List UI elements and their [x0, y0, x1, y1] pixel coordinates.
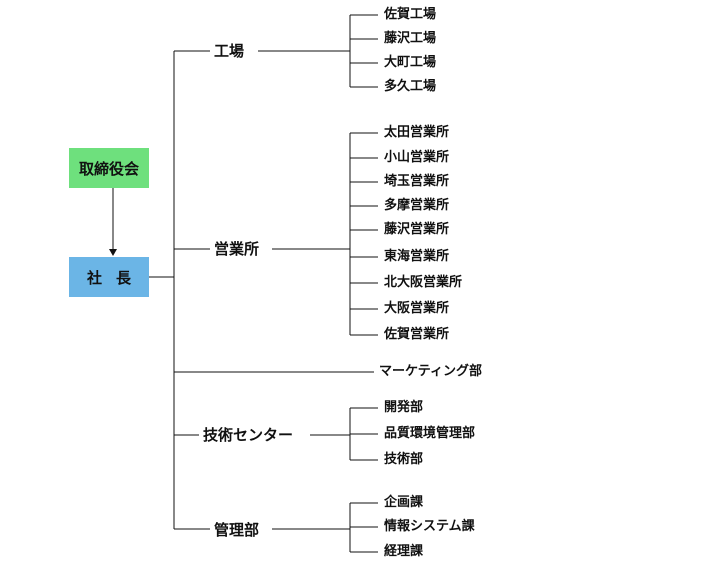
unit-tama-sales: 多摩営業所	[382, 198, 450, 214]
unit-taku-factory: 多久工場	[382, 79, 437, 95]
unit-saitama-sales: 埼玉営業所	[382, 174, 450, 190]
unit-tokai-sales: 東海営業所	[382, 249, 450, 265]
unit-osaka-sales: 大阪営業所	[382, 301, 450, 317]
unit-planning: 企画課	[382, 495, 424, 511]
unit-oyama-sales: 小山営業所	[382, 150, 450, 166]
unit-technical: 技術部	[382, 452, 424, 468]
division-factory: 工場	[211, 42, 248, 60]
division-sales: 営業所	[211, 240, 263, 258]
arrow-head-icon	[109, 249, 117, 256]
unit-info-systems: 情報システム課	[382, 519, 475, 535]
unit-accounting: 経理課	[382, 544, 424, 560]
unit-fujisawa-factory: 藤沢工場	[382, 31, 437, 47]
unit-development: 開発部	[382, 400, 424, 416]
unit-quality-env: 品質環境管理部	[382, 426, 476, 442]
ceo-box: 社長	[69, 257, 149, 297]
unit-omachi-factory: 大町工場	[382, 55, 437, 71]
ceo-label: 社長	[86, 268, 145, 287]
division-tech: 技術センター	[200, 426, 297, 444]
unit-saga-sales: 佐賀営業所	[382, 327, 450, 343]
unit-kitaosaka-sales: 北大阪営業所	[382, 275, 463, 291]
unit-ota-sales: 太田営業所	[382, 125, 450, 141]
division-admin: 管理部	[211, 521, 263, 539]
division-marketing: マーケティング部	[376, 363, 485, 381]
unit-fujisawa-sales: 藤沢営業所	[382, 222, 450, 238]
board-box: 取締役会	[69, 148, 149, 188]
unit-saga-factory: 佐賀工場	[382, 7, 437, 23]
branch-connectors	[174, 14, 378, 553]
board-label: 取締役会	[78, 159, 139, 178]
